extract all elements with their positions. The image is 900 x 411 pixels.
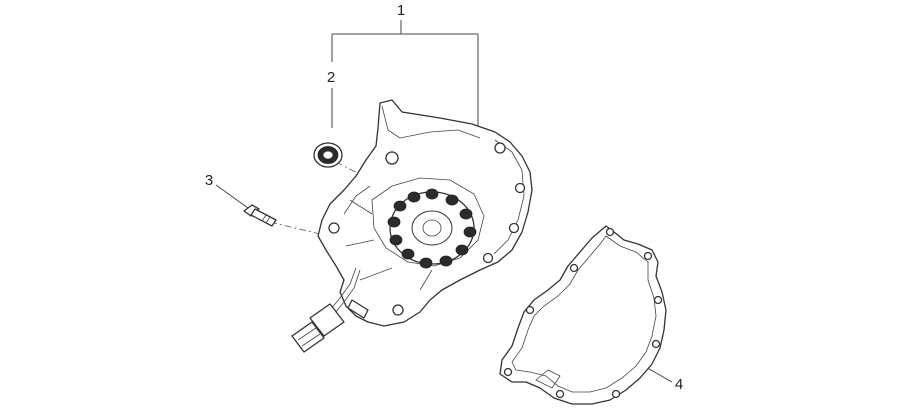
bolt-shank <box>250 208 277 227</box>
connector-ribs <box>297 327 321 347</box>
callout-3[interactable]: 3 <box>205 172 249 209</box>
gasket-hole <box>525 305 535 315</box>
gasket-outline <box>499 225 667 405</box>
bolt-head <box>243 204 260 217</box>
bolt-boss-1 <box>494 142 506 154</box>
stator-coil <box>389 234 403 246</box>
cover-upper-rib <box>381 105 481 139</box>
oil-seal-bore <box>322 150 334 160</box>
cover-right-flange <box>493 139 525 255</box>
stator-coil <box>455 244 469 256</box>
gasket-hole <box>651 339 661 349</box>
stator-coil <box>407 191 421 203</box>
wiring-harness[interactable] <box>291 267 369 353</box>
stator[interactable] <box>387 188 477 269</box>
stator-coil <box>463 226 477 238</box>
gasket-hole <box>611 389 621 399</box>
gasket-inner-edge <box>511 235 657 393</box>
bolt-boss-6 <box>328 222 340 234</box>
bolt-boss-5 <box>385 151 399 165</box>
gasket-hole <box>503 367 513 377</box>
stator-coil <box>419 257 433 269</box>
stator-coils <box>387 188 477 269</box>
cover-ribs <box>345 199 433 291</box>
gasket-hole <box>605 227 615 237</box>
callout-1[interactable]: 1 <box>331 2 479 126</box>
stator-coil <box>439 255 453 267</box>
callout-3-label: 3 <box>205 172 213 189</box>
gasket-hole <box>569 263 579 273</box>
gasket-hole <box>653 295 663 305</box>
callout-1-bracket <box>331 20 479 126</box>
stator-hub <box>422 219 442 237</box>
callout-1-label: 1 <box>397 2 405 19</box>
gasket-hole <box>555 389 565 399</box>
harness-wire-1 <box>329 267 357 311</box>
oil-seal[interactable] <box>313 142 343 168</box>
connector-body <box>309 303 345 337</box>
gasket-tab <box>535 369 561 389</box>
cover-left-rib <box>343 185 371 215</box>
stator-core <box>411 210 453 246</box>
harness-wire-2 <box>333 269 361 315</box>
bolt-thread <box>261 214 271 224</box>
bolt[interactable] <box>243 204 277 227</box>
callout-4-label: 4 <box>675 376 683 393</box>
stator-coil <box>393 200 407 212</box>
harness-clip <box>347 299 369 319</box>
stator-coil <box>401 248 415 260</box>
bolt-boss-3 <box>508 222 520 234</box>
stator-coil <box>425 188 439 200</box>
stator-coil <box>459 208 473 220</box>
stator-coil <box>387 216 401 228</box>
bolt-boss-2 <box>514 182 526 194</box>
stator-coil <box>445 194 459 206</box>
gasket[interactable] <box>499 225 667 405</box>
connector-plug <box>291 321 325 353</box>
bolt-boss-4 <box>482 252 494 264</box>
bolt-boss-7 <box>392 304 404 316</box>
callout-2[interactable]: 2 <box>327 69 335 128</box>
callout-3-leader <box>215 184 249 209</box>
gasket-hole <box>643 251 653 261</box>
callout-2-label: 2 <box>327 69 335 86</box>
cover-inner-recess <box>371 177 485 267</box>
